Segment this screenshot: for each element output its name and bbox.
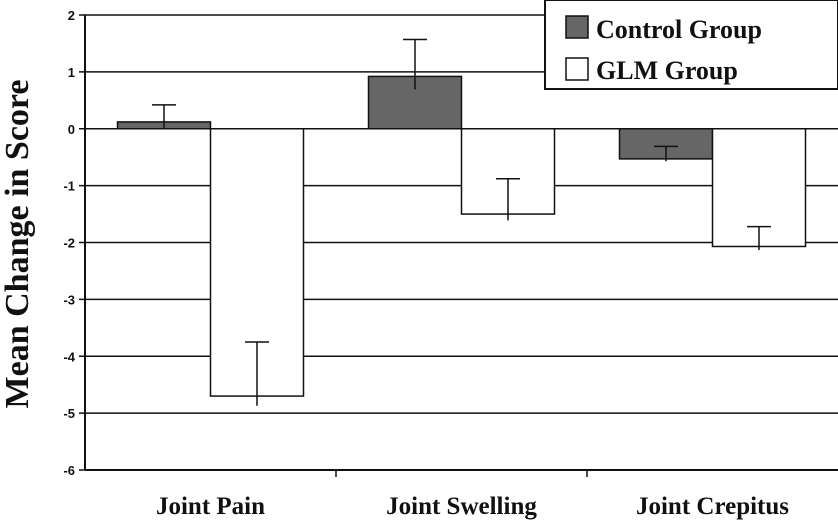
category-label: Joint Swelling <box>386 493 537 520</box>
y-tick-label: -4 <box>63 349 75 364</box>
category-label: Joint Crepitus <box>636 493 789 520</box>
legend-swatch-control <box>565 15 589 39</box>
bar-control <box>367 75 463 130</box>
legend-label-control: Control Group <box>596 15 762 44</box>
y-tick-label: -5 <box>63 406 75 421</box>
legend-box <box>544 0 838 90</box>
y-tick-label: -6 <box>63 463 75 478</box>
y-tick-label: -1 <box>63 179 75 194</box>
category-label: Joint Pain <box>156 493 265 520</box>
y-tick-label: -2 <box>63 236 75 251</box>
y-axis-label: Mean Change in Score <box>0 80 36 409</box>
legend: Control Group GLM Group <box>544 0 838 90</box>
error-bars <box>152 38 771 406</box>
legend-swatch-glm <box>565 57 589 81</box>
y-tick-label: -3 <box>63 292 75 307</box>
y-tick-label: 0 <box>68 122 75 137</box>
y-tick-label: 2 <box>68 8 75 23</box>
legend-label-glm: GLM Group <box>596 56 738 85</box>
y-tick-label: 1 <box>68 65 75 80</box>
bars <box>116 75 807 397</box>
